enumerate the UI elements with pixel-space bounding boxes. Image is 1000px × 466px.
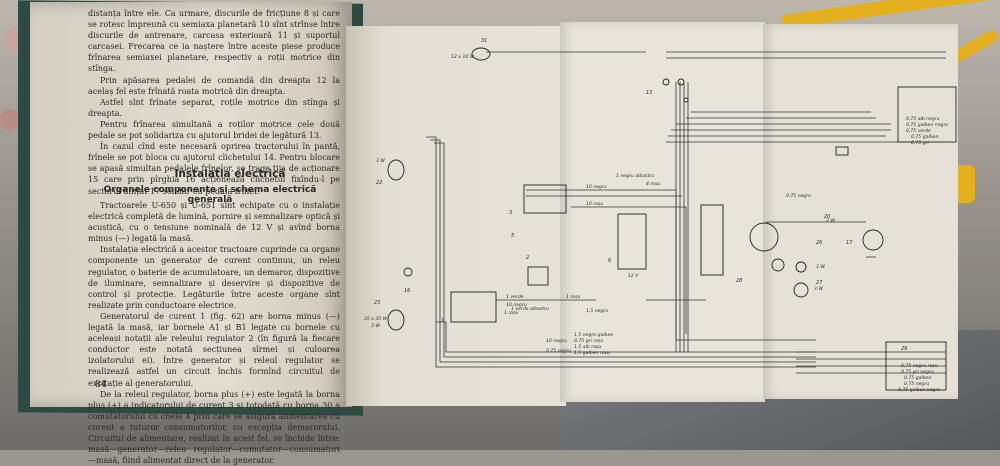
rating-label: 35 x 35 W — [364, 316, 388, 322]
component-number: 31 — [481, 38, 487, 44]
paragraph: Tractoarele U-650 și U-651 sînt echipate… — [88, 201, 340, 244]
wire-label: 10 roșu — [586, 201, 603, 207]
component-number: 1 — [441, 318, 444, 324]
wire-labels: 1 negru albastru 4 roșu 10 negru 10 roșu… — [504, 116, 948, 393]
wire-label: 4 roșu — [646, 181, 660, 187]
paragraph: De la releul regulator, borna plus (+) e… — [88, 389, 340, 466]
wire-label: 0,75 gri — [911, 140, 929, 146]
wire-label: 1,5 galben roșu — [574, 350, 610, 356]
wire-label: 10 negru — [586, 184, 607, 190]
wire-label: 0,75 verde — [906, 128, 931, 134]
headlight-icon — [387, 159, 405, 181]
tail-lamp-box-icon — [885, 341, 947, 391]
paragraph: Prin apăsarea pedalei de comandă din dre… — [88, 75, 340, 96]
wire-label: 1,5 alb roșu — [574, 344, 601, 350]
rating-label: 3 W — [814, 286, 823, 292]
component-number: 16 — [404, 288, 410, 294]
wire-label: 0,75 gri roșu — [574, 338, 603, 344]
connector-icon — [683, 97, 689, 103]
component-number: 23 — [374, 300, 380, 306]
component-number: 27 — [816, 280, 823, 286]
regulator-icon — [527, 266, 549, 286]
rating-label: 3 W — [371, 323, 380, 329]
rating-label: 1,5 negru — [586, 308, 608, 314]
wire-label: 0,75 negru — [786, 193, 811, 199]
small-labels: 12 x 10 W 3 W 35 x 35 W 3 W 12 V 3 W 3 W… — [364, 54, 835, 329]
section-heading: Instalația electrică — [174, 168, 286, 180]
component-number: 2 — [526, 255, 529, 261]
battery-icon — [617, 213, 647, 270]
wire-label: 0,75 galben — [904, 375, 931, 381]
component-number: 3 — [509, 210, 512, 216]
wire-bundle — [426, 51, 946, 374]
page-number: 84 — [95, 380, 107, 390]
component-number: 5 — [511, 233, 514, 239]
paragraph: În cazul cînd este necesară oprirea trac… — [88, 142, 340, 196]
fold-page-1 — [346, 26, 566, 406]
wire-label: 0,75 galben negru — [898, 387, 940, 393]
paragraph: Generatorul de curent 1 (fig. 62) are bo… — [88, 311, 340, 388]
steering-wheel-icon — [862, 229, 884, 251]
tail-lamp-box-icon — [897, 86, 957, 143]
left-page — [30, 2, 352, 407]
component-number: 6 — [608, 258, 611, 264]
wire-label: 1,5 negru galben — [574, 332, 613, 338]
wiring-diagram: 31 13 22 3 5 2 1 6 16 20 26 27 28 23 17 … — [364, 38, 957, 393]
wire-label: 0,75 alb negru — [906, 116, 940, 122]
wire-label: 0,75 galben — [911, 134, 938, 140]
wire-label: 0,75 galben negru — [906, 122, 948, 128]
fold-page-3 — [763, 24, 958, 399]
rating-label: 3 W — [816, 264, 825, 270]
gauge-icon — [795, 261, 807, 273]
wire-label: 1 roșu — [504, 310, 518, 316]
generator-icon — [450, 291, 497, 323]
left-page-text-top: distanța între ele. Ca urmare, discurile… — [88, 8, 340, 197]
wire-label: 0,75 negru roșu — [901, 363, 938, 369]
fold-page-2 — [560, 22, 765, 402]
gauge-icon — [771, 258, 785, 272]
headlight-icon — [387, 309, 405, 331]
connector-icon — [677, 78, 685, 86]
paragraph: Pentru frînarea simultană a roților motr… — [88, 119, 340, 141]
wire-label: 1 verde albastru — [511, 306, 549, 312]
wire-label: 0,75 negru — [546, 348, 571, 354]
wire-label: 0,75 negru — [904, 381, 929, 387]
component-number: 26 — [816, 240, 822, 246]
horn-icon — [471, 47, 491, 61]
wire-label: 1 negru albastru — [616, 173, 654, 179]
rating-label: 3 W — [376, 158, 385, 164]
wire-label: 0,75 gri negru — [901, 369, 934, 375]
component-number: 17 — [846, 240, 853, 246]
wire-label: 10 negru — [546, 338, 567, 344]
component-number: 22 — [376, 180, 382, 186]
rating-label: 12 x 10 W — [451, 54, 475, 60]
paragraph: Instalația electrică a acestor tractoare… — [88, 245, 340, 310]
paragraph: distanța între ele. Ca urmare, discurile… — [88, 9, 340, 74]
connector-icon — [662, 78, 670, 86]
component-number: 28 — [736, 278, 742, 284]
section-subheading: Organele componente și schema electrică … — [103, 185, 317, 205]
wire-label: 10 negru — [506, 302, 527, 308]
lamp-icon — [403, 267, 413, 277]
fuse-box-icon — [700, 204, 724, 276]
component-number: 20 — [824, 214, 830, 220]
component-number: 13 — [646, 90, 652, 96]
left-page-text-bottom: Tractoarele U-650 și U-651 sînt echipate… — [88, 200, 340, 466]
component-number: 29 — [901, 346, 907, 352]
starter-icon — [523, 184, 567, 214]
wire-label: 1 roșu — [566, 294, 580, 300]
switch-icon — [835, 146, 849, 156]
components — [387, 47, 957, 391]
gauge-icon — [793, 282, 809, 298]
wire-label: 1 verde — [506, 294, 524, 300]
rating-label: 12 V — [628, 273, 639, 279]
ignition-switch-icon — [749, 222, 779, 252]
component-number-labels: 31 13 22 3 5 2 1 6 16 20 26 27 28 23 17 … — [374, 38, 907, 352]
rating-label: 3 W — [826, 218, 835, 224]
paragraph: Astfel sînt frînate separat, roțile motr… — [88, 97, 340, 118]
